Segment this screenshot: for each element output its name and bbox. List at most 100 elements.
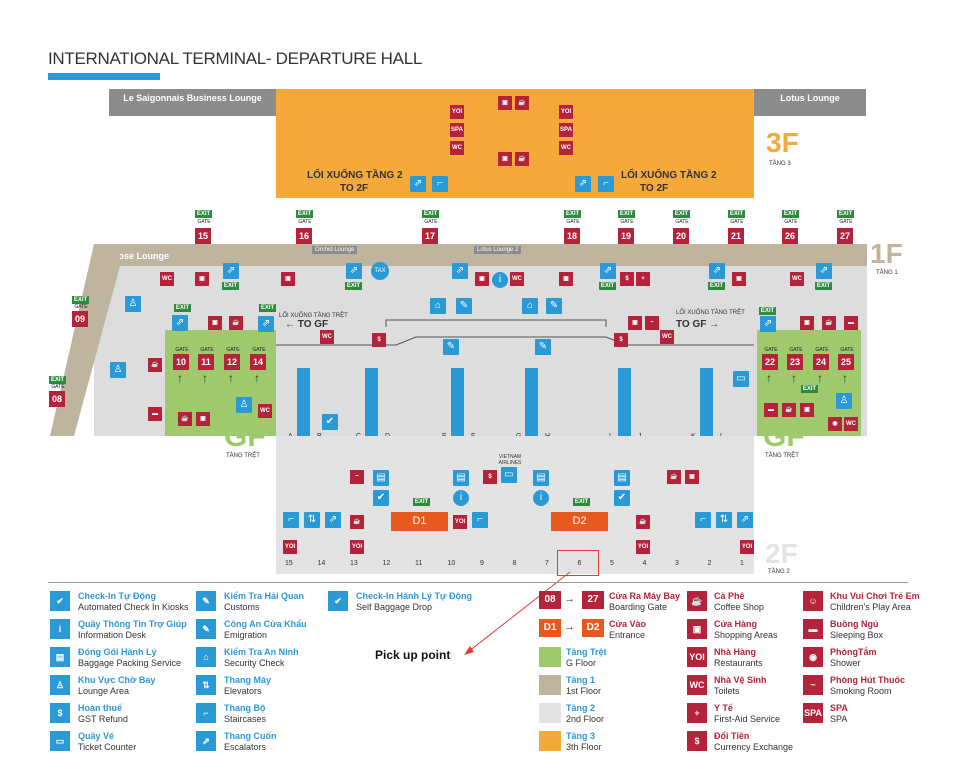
coffee-icon: ☕ xyxy=(229,316,243,330)
escalator-icon: ⇗ xyxy=(575,176,591,192)
gate-label: GATE xyxy=(789,347,803,353)
gate-label: GATE xyxy=(51,384,65,390)
gift-icon: ▣ xyxy=(498,152,512,166)
legend-title: Hoàn thuế xyxy=(78,703,122,713)
currency-icon: $ xyxy=(483,470,497,484)
door-10[interactable]: 10 xyxy=(447,560,456,567)
bed-icon: ▬ xyxy=(148,407,162,421)
legend-title: Phòng Hút Thuốc xyxy=(830,675,905,685)
gate-20[interactable]: 20 xyxy=(673,228,689,244)
legend-title: Cửa Vào xyxy=(609,619,647,629)
gate-11[interactable]: 11 xyxy=(198,354,214,370)
door-14[interactable]: 14 xyxy=(317,560,326,567)
floor-2-sub: TẦNG 2 xyxy=(768,569,790,575)
seat-icon: ♙ xyxy=(236,397,252,413)
page-title: INTERNATIONAL TERMINAL- DEPARTURE HALL xyxy=(48,49,423,68)
gate-25[interactable]: 25 xyxy=(838,354,854,370)
checkin-row-desk xyxy=(525,368,538,436)
bed-icon: ▬ xyxy=(764,403,778,417)
legend-title: Buồng Ngủ xyxy=(830,619,879,629)
entrance-d2[interactable]: D2 xyxy=(551,512,608,531)
legend-col4_gates-from: 08 xyxy=(539,591,561,609)
baggage-icon: ▤ xyxy=(614,470,630,486)
entrance-d1[interactable]: D1 xyxy=(391,512,448,531)
door-11[interactable]: 11 xyxy=(415,560,423,567)
checkin-row-desk xyxy=(700,368,713,436)
gate-22[interactable]: 22 xyxy=(762,354,778,370)
gate-18[interactable]: 18 xyxy=(564,228,580,244)
seat-icon: ♙ xyxy=(50,675,70,695)
gate-19[interactable]: 19 xyxy=(618,228,634,244)
legend-sub: Information Desk xyxy=(78,630,147,640)
legend-title: Khu Vực Chờ Bay xyxy=(78,675,156,685)
gate-08[interactable]: 08 xyxy=(49,391,65,407)
emigration-icon: ✎ xyxy=(535,339,551,355)
legend-sub: Sleeping Box xyxy=(830,630,884,640)
door-2[interactable]: 2 xyxy=(707,560,712,567)
legend-sub: Restaurants xyxy=(714,658,763,668)
gate-15[interactable]: 15 xyxy=(195,228,211,244)
coffee-icon: ☕ xyxy=(636,515,650,529)
customs-icon: ✎ xyxy=(546,298,562,314)
gate-26[interactable]: 26 xyxy=(782,228,798,244)
arrow-up-icon: ↑ xyxy=(766,371,772,385)
door-1[interactable]: 1 xyxy=(740,560,744,567)
escalator-icon: ⇗ xyxy=(325,512,341,528)
customs-icon: ✎ xyxy=(456,298,472,314)
firstaid-icon: + xyxy=(636,272,650,286)
legend-sub: 1st Floor xyxy=(566,686,602,696)
door-8[interactable]: 8 xyxy=(512,560,517,567)
escalator-icon: ⇗ xyxy=(600,263,616,279)
gate-21[interactable]: 21 xyxy=(728,228,744,244)
gate-24[interactable]: 24 xyxy=(813,354,829,370)
legend-title: Nhà Hàng xyxy=(714,647,757,657)
gate-27[interactable]: 27 xyxy=(837,228,853,244)
gate-12[interactable]: 12 xyxy=(224,354,240,370)
smoking-icon: ~ xyxy=(645,316,659,330)
door-5[interactable]: 5 xyxy=(610,560,614,567)
legend-sub: Emigration xyxy=(224,630,268,640)
gate-16[interactable]: 16 xyxy=(296,228,312,244)
door-15[interactable]: 15 xyxy=(285,560,293,567)
gf-down-left-en: ← TO GF xyxy=(285,319,329,330)
gate-label: GATE xyxy=(424,219,438,225)
gate-17[interactable]: 17 xyxy=(422,228,438,244)
gate-label: GATE xyxy=(298,219,312,225)
check-icon: ✔ xyxy=(50,591,70,611)
gate-label: GATE xyxy=(200,347,214,353)
legend-title: Check-In Tự Động xyxy=(78,591,157,601)
legend-title: Thang Cuốn xyxy=(224,731,277,741)
legend-sub: Elevators xyxy=(224,686,262,696)
firstaid-icon: + xyxy=(687,703,707,723)
door-13[interactable]: 13 xyxy=(350,560,358,567)
title-underline xyxy=(48,73,160,80)
exit-sign: EXIT xyxy=(708,282,725,290)
coffee-icon: ☕ xyxy=(350,515,364,529)
info-icon: i xyxy=(453,490,469,506)
gate-09[interactable]: 09 xyxy=(72,311,88,327)
gift-icon: ▣ xyxy=(559,272,573,286)
legend-sub: 2nd Floor xyxy=(566,714,605,724)
gf-down-right: LỐI XUỐNG TẦNG TRỆT xyxy=(676,310,745,316)
gate-14[interactable]: 14 xyxy=(250,354,266,370)
legend-sub: Self Baggage Drop xyxy=(356,602,433,612)
door-3[interactable]: 3 xyxy=(675,560,679,567)
door-9[interactable]: 9 xyxy=(480,560,484,567)
legend-sub: 3th Floor xyxy=(566,742,602,752)
gate-10[interactable]: 10 xyxy=(173,354,189,370)
gate-23[interactable]: 23 xyxy=(787,354,803,370)
exit-sign: EXIT xyxy=(345,282,362,290)
legend-sub: Currency Exchange xyxy=(714,742,794,752)
exit-sign: EXIT xyxy=(72,296,89,304)
security-icon: ⌂ xyxy=(430,298,446,314)
door-6[interactable]: 6 xyxy=(577,560,582,567)
door-12[interactable]: 12 xyxy=(382,560,391,567)
pickup-arrow xyxy=(464,571,571,655)
currency-icon: $ xyxy=(687,731,707,751)
door-7[interactable]: 7 xyxy=(545,560,549,567)
exit-sign: EXIT xyxy=(801,385,818,393)
door-4[interactable]: 4 xyxy=(642,560,647,567)
exit-sign: EXIT xyxy=(599,282,616,290)
check-icon: ✔ xyxy=(614,490,630,506)
shower-icon: ◉ xyxy=(803,647,823,667)
